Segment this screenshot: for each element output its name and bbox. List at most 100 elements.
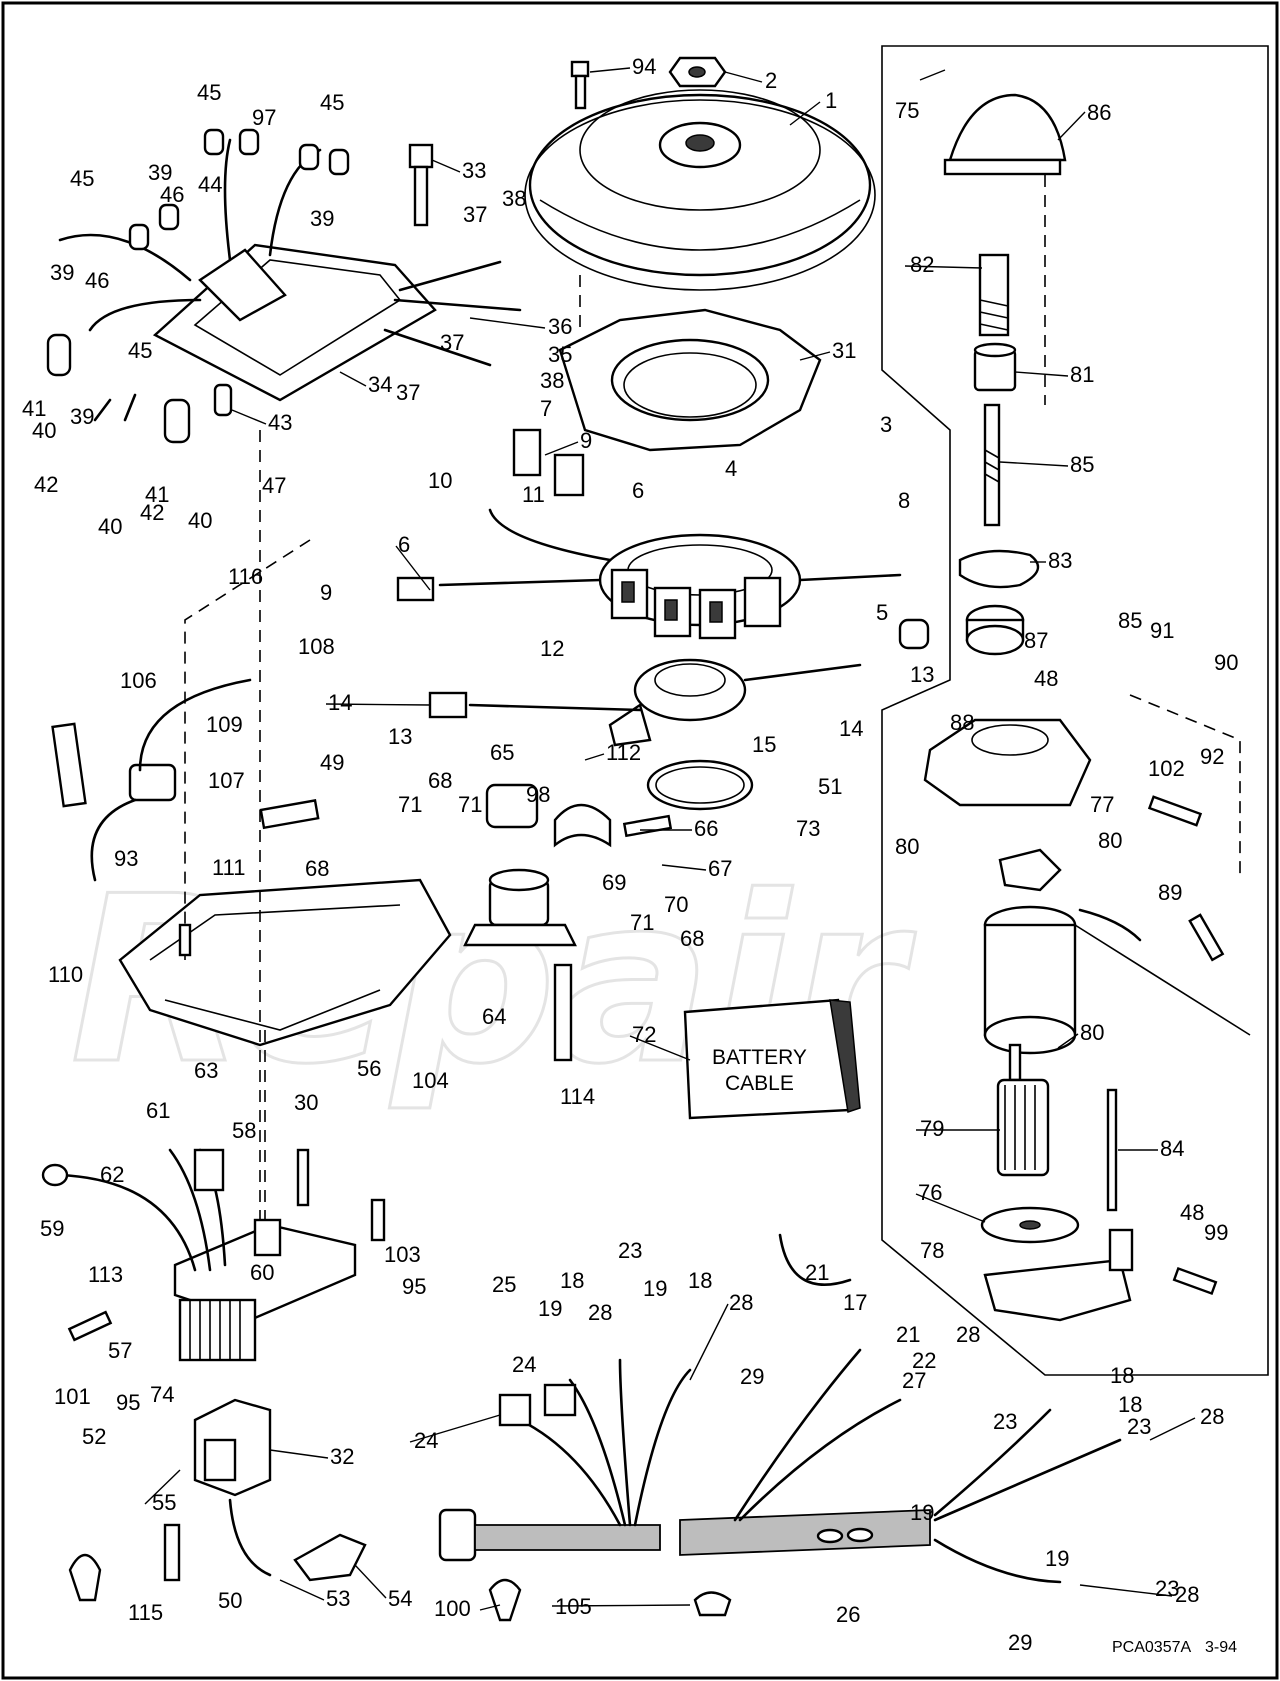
callout-label: 116 <box>228 564 263 589</box>
callout-label: 85 <box>1118 608 1142 633</box>
callout-label: 18 <box>1118 1392 1142 1417</box>
bolt-103 <box>370 1198 386 1242</box>
callout-label: 59 <box>40 1216 64 1241</box>
callout-label: 13 <box>388 724 412 749</box>
callout-label: 40 <box>32 418 56 443</box>
harness-plug-24a <box>498 1393 532 1427</box>
starter-lead <box>1078 908 1142 942</box>
callout-label: 47 <box>262 473 286 498</box>
callout-label: 21 <box>805 1260 829 1285</box>
clip-115 <box>68 1553 102 1602</box>
callout-label: 39 <box>148 160 172 185</box>
tie-100 <box>488 1578 522 1622</box>
callout-label: 45 <box>320 90 344 115</box>
callout-label: 97 <box>252 105 276 130</box>
callout-label: 42 <box>140 500 164 525</box>
callout-label: 115 <box>128 1600 163 1625</box>
callout-label: 40 <box>98 514 122 539</box>
ring-terminal-59 <box>41 1163 69 1187</box>
callout-label: 57 <box>108 1338 132 1363</box>
callout-label: 39 <box>50 260 74 285</box>
starter-end-cap <box>923 718 1092 807</box>
callout-label: 93 <box>114 846 138 871</box>
stator-wire-c <box>488 508 612 562</box>
flywheel-nut <box>668 56 727 88</box>
coil-connector-13 <box>428 691 468 719</box>
callout-label: 86 <box>1087 100 1111 125</box>
callout-label: 77 <box>1090 792 1114 817</box>
starter-motor-housing <box>983 905 1077 1055</box>
through-bolt-84 <box>1106 1088 1118 1212</box>
callout-label: 71 <box>630 910 654 935</box>
plug-lead <box>228 1498 272 1577</box>
electrical-bracket <box>118 878 452 1047</box>
callout-label: 14 <box>328 690 352 715</box>
date-code: 3-94 <box>1205 1639 1237 1656</box>
callout-label: 44 <box>198 172 222 197</box>
callout-label: 23 <box>993 1409 1017 1434</box>
reference-code: PCA0357A <box>1112 1639 1191 1656</box>
callout-label: 62 <box>100 1162 124 1187</box>
callout-label: 12 <box>540 636 564 661</box>
armature <box>996 1043 1050 1177</box>
callout-label: 13 <box>910 662 934 687</box>
callout-label: 89 <box>1158 880 1182 905</box>
callout-label: 80 <box>895 834 919 859</box>
callout-label: 37 <box>463 202 487 227</box>
callout-label: 102 <box>1148 756 1185 781</box>
stator <box>598 533 802 640</box>
harness-plug-24b <box>543 1383 577 1417</box>
module-lead-108 <box>138 678 252 772</box>
starter-shaft <box>983 403 1001 527</box>
callout-label: 15 <box>752 732 776 757</box>
callout-label: 81 <box>1070 362 1094 387</box>
callout-label: 82 <box>910 252 934 277</box>
callout-label: 11 <box>522 482 545 507</box>
plug-boot <box>293 1533 367 1582</box>
callout-label: 32 <box>330 1444 354 1469</box>
callout-label: 66 <box>694 816 718 841</box>
callout-label: 75 <box>895 98 919 123</box>
callout-label: 9 <box>320 580 332 605</box>
power-pack-harness <box>58 233 192 282</box>
module-lead-110 <box>90 798 137 882</box>
timer-coil <box>608 658 747 747</box>
callout-label: 1 <box>825 88 837 113</box>
callout-label: 19 <box>538 1296 562 1321</box>
callout-label: 48 <box>1180 1200 1204 1225</box>
callout-label: 109 <box>206 712 243 737</box>
callout-label: 28 <box>729 1290 753 1315</box>
callout-label: 48 <box>1034 666 1058 691</box>
callout-label: 61 <box>146 1098 170 1123</box>
solenoid-boot-65 <box>485 783 539 829</box>
callout-label: 100 <box>434 1596 471 1621</box>
retaining-ring <box>646 759 754 811</box>
module-107 <box>128 763 177 802</box>
callout-label: 28 <box>1200 1404 1224 1429</box>
callout-label: 19 <box>910 1500 934 1525</box>
leader-lines <box>144 67 1196 1611</box>
callout-label: 88 <box>950 710 974 735</box>
coil-wire <box>468 703 642 712</box>
callout-label: 28 <box>956 1322 980 1347</box>
callout-label: 36 <box>548 314 572 339</box>
callout-label: 70 <box>664 892 688 917</box>
callout-label: 39 <box>310 206 334 231</box>
ignition-coil <box>193 1398 272 1497</box>
callout-label: 72 <box>632 1022 656 1047</box>
coil-lead-14 <box>743 663 862 682</box>
stator-connector-6 <box>553 453 585 497</box>
callout-label: 101 <box>54 1384 91 1409</box>
callout-labels: 94 2 1 75 86 45 97 45 33 39 45 46 44 39 … <box>22 54 1238 1655</box>
battery-label-line1: BATTERY <box>712 1046 807 1069</box>
bolt-94 <box>570 60 590 110</box>
callout-label: 37 <box>396 380 420 405</box>
callout-label: 10 <box>428 468 452 493</box>
callout-label: 90 <box>1214 650 1238 675</box>
callout-label: 68 <box>680 926 704 951</box>
callout-label: 7 <box>540 396 552 421</box>
callout-label: 54 <box>388 1586 412 1611</box>
callout-label: 24 <box>414 1428 438 1453</box>
commutator-plate <box>980 1206 1080 1244</box>
